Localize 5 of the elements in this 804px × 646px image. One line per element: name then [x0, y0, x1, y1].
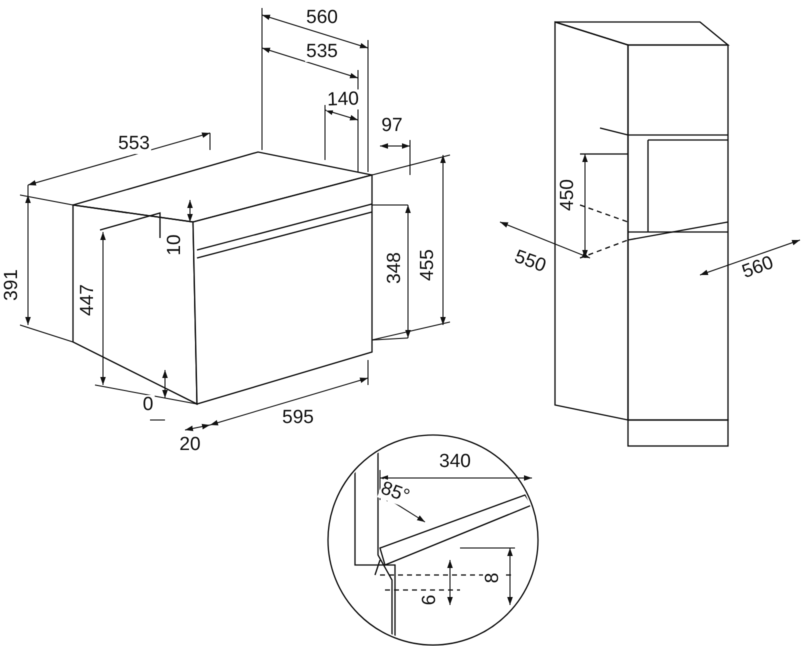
dimension-label: 140 [326, 89, 360, 111]
dimension-label: 535 [305, 42, 339, 62]
dimension-label: 8 [483, 572, 503, 584]
dimension-label: 553 [117, 134, 151, 154]
dimension-label: 560 [305, 8, 339, 28]
